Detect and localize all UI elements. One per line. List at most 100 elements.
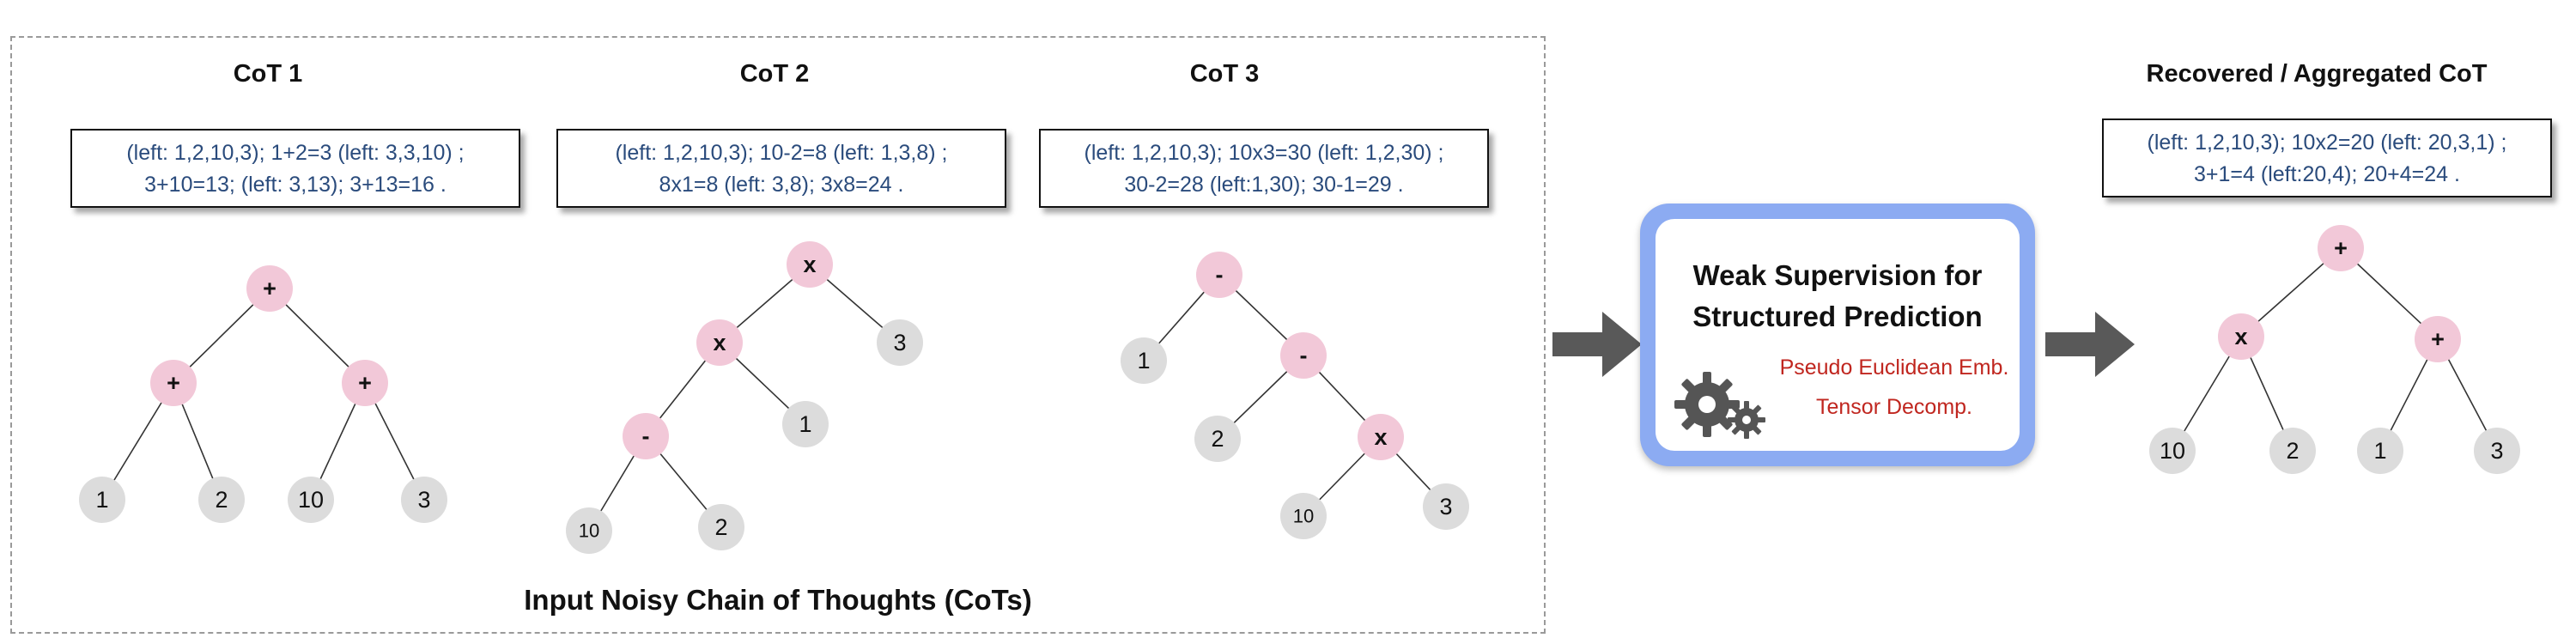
cot2-tree-node-label: 10 (579, 520, 599, 542)
arrow-right-icon (1552, 312, 1642, 377)
cot3-tree-node-circle (1280, 493, 1327, 539)
weak-supervision-title: Weak Supervision for Structured Predicti… (1656, 255, 2020, 337)
recovered-tree-node-operand: 10 (2149, 428, 2196, 474)
recovered-text-box: (left: 1,2,10,3); 10x2=20 (left: 20,3,1)… (2102, 118, 2552, 197)
cot1-tree-node-operator: + (342, 360, 388, 406)
cot3-tree-node-operand: 1 (1121, 337, 1167, 384)
gears-icon (1674, 372, 1765, 439)
recovered-tree-node-label: 2 (2286, 438, 2299, 464)
cot1-tree-node-label: + (358, 370, 372, 396)
cot2-tree-node-operand: 3 (877, 319, 923, 366)
recovered-tree-node-operand: 2 (2269, 428, 2316, 474)
cot3-tree-node-circle (1423, 483, 1469, 530)
cot1-title: CoT 1 (233, 60, 303, 88)
cot1-tree-node-operand: 10 (288, 477, 334, 523)
cot2-line-2: 8x1=8 (left: 3,8); 3x8=24 . (659, 173, 904, 197)
cot2-tree-node-circle (696, 319, 743, 366)
cot1-tree-node-circle (342, 360, 388, 406)
recovered-line-1: (left: 1,2,10,3); 10x2=20 (left: 20,3,1)… (2147, 131, 2507, 155)
cot2-text-box: (left: 1,2,10,3); 10-2=8 (left: 1,3,8) ;… (556, 129, 1006, 208)
cot1-tree-node-label: 10 (298, 487, 324, 513)
cot2-tree-node-operator: x (787, 241, 833, 288)
cot3-tree-node-label: 10 (1293, 506, 1314, 527)
cot3-tree-node-operand: 3 (1423, 483, 1469, 530)
cot1-tree-node-label: + (167, 370, 180, 396)
cot2-tree-node-operand: 2 (698, 504, 744, 550)
cot2-tree-node-circle (566, 507, 612, 554)
recovered-tree-node-label: + (2431, 326, 2445, 352)
cot3-line-1: (left: 1,2,10,3); 10x3=30 (left: 1,2,30)… (1084, 141, 1444, 165)
cot3-title: CoT 3 (1189, 60, 1260, 88)
cot1-tree-node-circle (150, 360, 197, 406)
cot2-tree-node-operator: x (696, 319, 743, 366)
cot3-line-2: 30-2=28 (left:1,30); 30-1=29 . (1124, 173, 1404, 197)
cot2-tree-node-label: 2 (714, 514, 727, 540)
cot2-tree-node-label: 1 (799, 411, 811, 437)
cot3-tree-node-label: - (1300, 343, 1308, 368)
method-tensor-decomp: Tensor Decomp. (1815, 395, 1973, 419)
input-panel-label: Input Noisy Chain of Thoughts (CoTs) (524, 584, 1032, 616)
recovered-tree-node-circle (2357, 428, 2403, 474)
cot3-tree-node-circle (1358, 414, 1404, 460)
recovered-tree-node-operand: 1 (2357, 428, 2403, 474)
cot2-tree-node-operator: - (623, 413, 669, 459)
cot1-line-1: (left: 1,2,10,3); 1+2=3 (left: 3,3,10) ; (126, 141, 465, 165)
cot2-tree-node-label: x (713, 330, 726, 355)
cot3-tree-node-label: 2 (1211, 426, 1224, 452)
recovered-tree-node-circle (2218, 313, 2264, 360)
cot2-tree-node-label: x (803, 252, 816, 277)
cot2-tree-node-operand: 10 (566, 507, 612, 554)
cot3-tree-node-operand: 2 (1194, 416, 1241, 462)
cot2-title: CoT 2 (739, 60, 810, 88)
input-cots-panel (10, 36, 1546, 634)
arrow-right-icon (2045, 312, 2135, 377)
cot1-tree-node-circle (198, 477, 245, 523)
cot2-tree-node-circle (877, 319, 923, 366)
cot3-tree-node-label: 3 (1439, 494, 1452, 519)
cot3-tree-node-circle (1194, 416, 1241, 462)
cot3-text-box: (left: 1,2,10,3); 10x3=30 (left: 1,2,30)… (1039, 129, 1489, 208)
cot3-tree-node-circle (1121, 337, 1167, 384)
weak-supervision-title-line-1: Weak Supervision for (1692, 259, 1983, 291)
recovered-tree-node-operator: + (2415, 316, 2461, 362)
cot3-tree-node-circle (1280, 332, 1327, 379)
recovered-tree-node-operator: + (2318, 225, 2364, 271)
cot2-tree-node-label: - (642, 423, 650, 449)
method-list: Pseudo Euclidean Emb. Tensor Decomp. (1769, 348, 2020, 427)
cot1-tree-node-operand: 1 (79, 477, 125, 523)
cot3-tree-node-label: 1 (1137, 348, 1150, 374)
recovered-tree-node-label: x (2234, 324, 2247, 349)
recovered-line-2: 3+1=4 (left:20,4); 20+4=24 . (2194, 162, 2460, 186)
cot1-tree-node-circle (79, 477, 125, 523)
cot1-tree-node-operand: 3 (401, 477, 447, 523)
cot2-tree-node-operand: 1 (782, 401, 829, 447)
cot1-tree-node-label: + (263, 276, 276, 301)
cot1-tree-node-operator: + (150, 360, 197, 406)
cot1-tree-node-operand: 2 (198, 477, 245, 523)
cot3-tree-node-label: x (1374, 424, 1387, 450)
cot2-tree-node-circle (623, 413, 669, 459)
cot2-tree-node-circle (787, 241, 833, 288)
cot2-line-1: (left: 1,2,10,3); 10-2=8 (left: 1,3,8) ; (615, 141, 948, 165)
recovered-title: Recovered / Aggregated CoT (2146, 60, 2488, 88)
cot2-tree-node-circle (698, 504, 744, 550)
recovered-tree-node-circle (2318, 225, 2364, 271)
cot3-tree-node-label: - (1216, 262, 1224, 288)
cot1-tree-node-operator: + (246, 265, 293, 312)
recovered-tree-node-operator: x (2218, 313, 2264, 360)
cot3-tree-node-operator: x (1358, 414, 1404, 460)
cot1-tree-node-label: 3 (417, 487, 430, 513)
cot1-tree-node-circle (401, 477, 447, 523)
cot2-tree-node-circle (782, 401, 829, 447)
cot1-line-2: 3+10=13; (left: 3,13); 3+13=16 . (144, 173, 447, 197)
cot3-tree-node-operator: - (1196, 252, 1242, 298)
cot3-tree-node-circle (1196, 252, 1242, 298)
recovered-tree-node-label: 3 (2490, 438, 2503, 464)
recovered-tree-node-circle (2149, 428, 2196, 474)
recovered-tree-node-operand: 3 (2474, 428, 2520, 474)
recovered-tree-node-circle (2474, 428, 2520, 474)
cot1-tree-node-label: 1 (95, 487, 108, 513)
cot3-tree-node-operator: - (1280, 332, 1327, 379)
cot3-tree-node-operand: 10 (1280, 493, 1327, 539)
